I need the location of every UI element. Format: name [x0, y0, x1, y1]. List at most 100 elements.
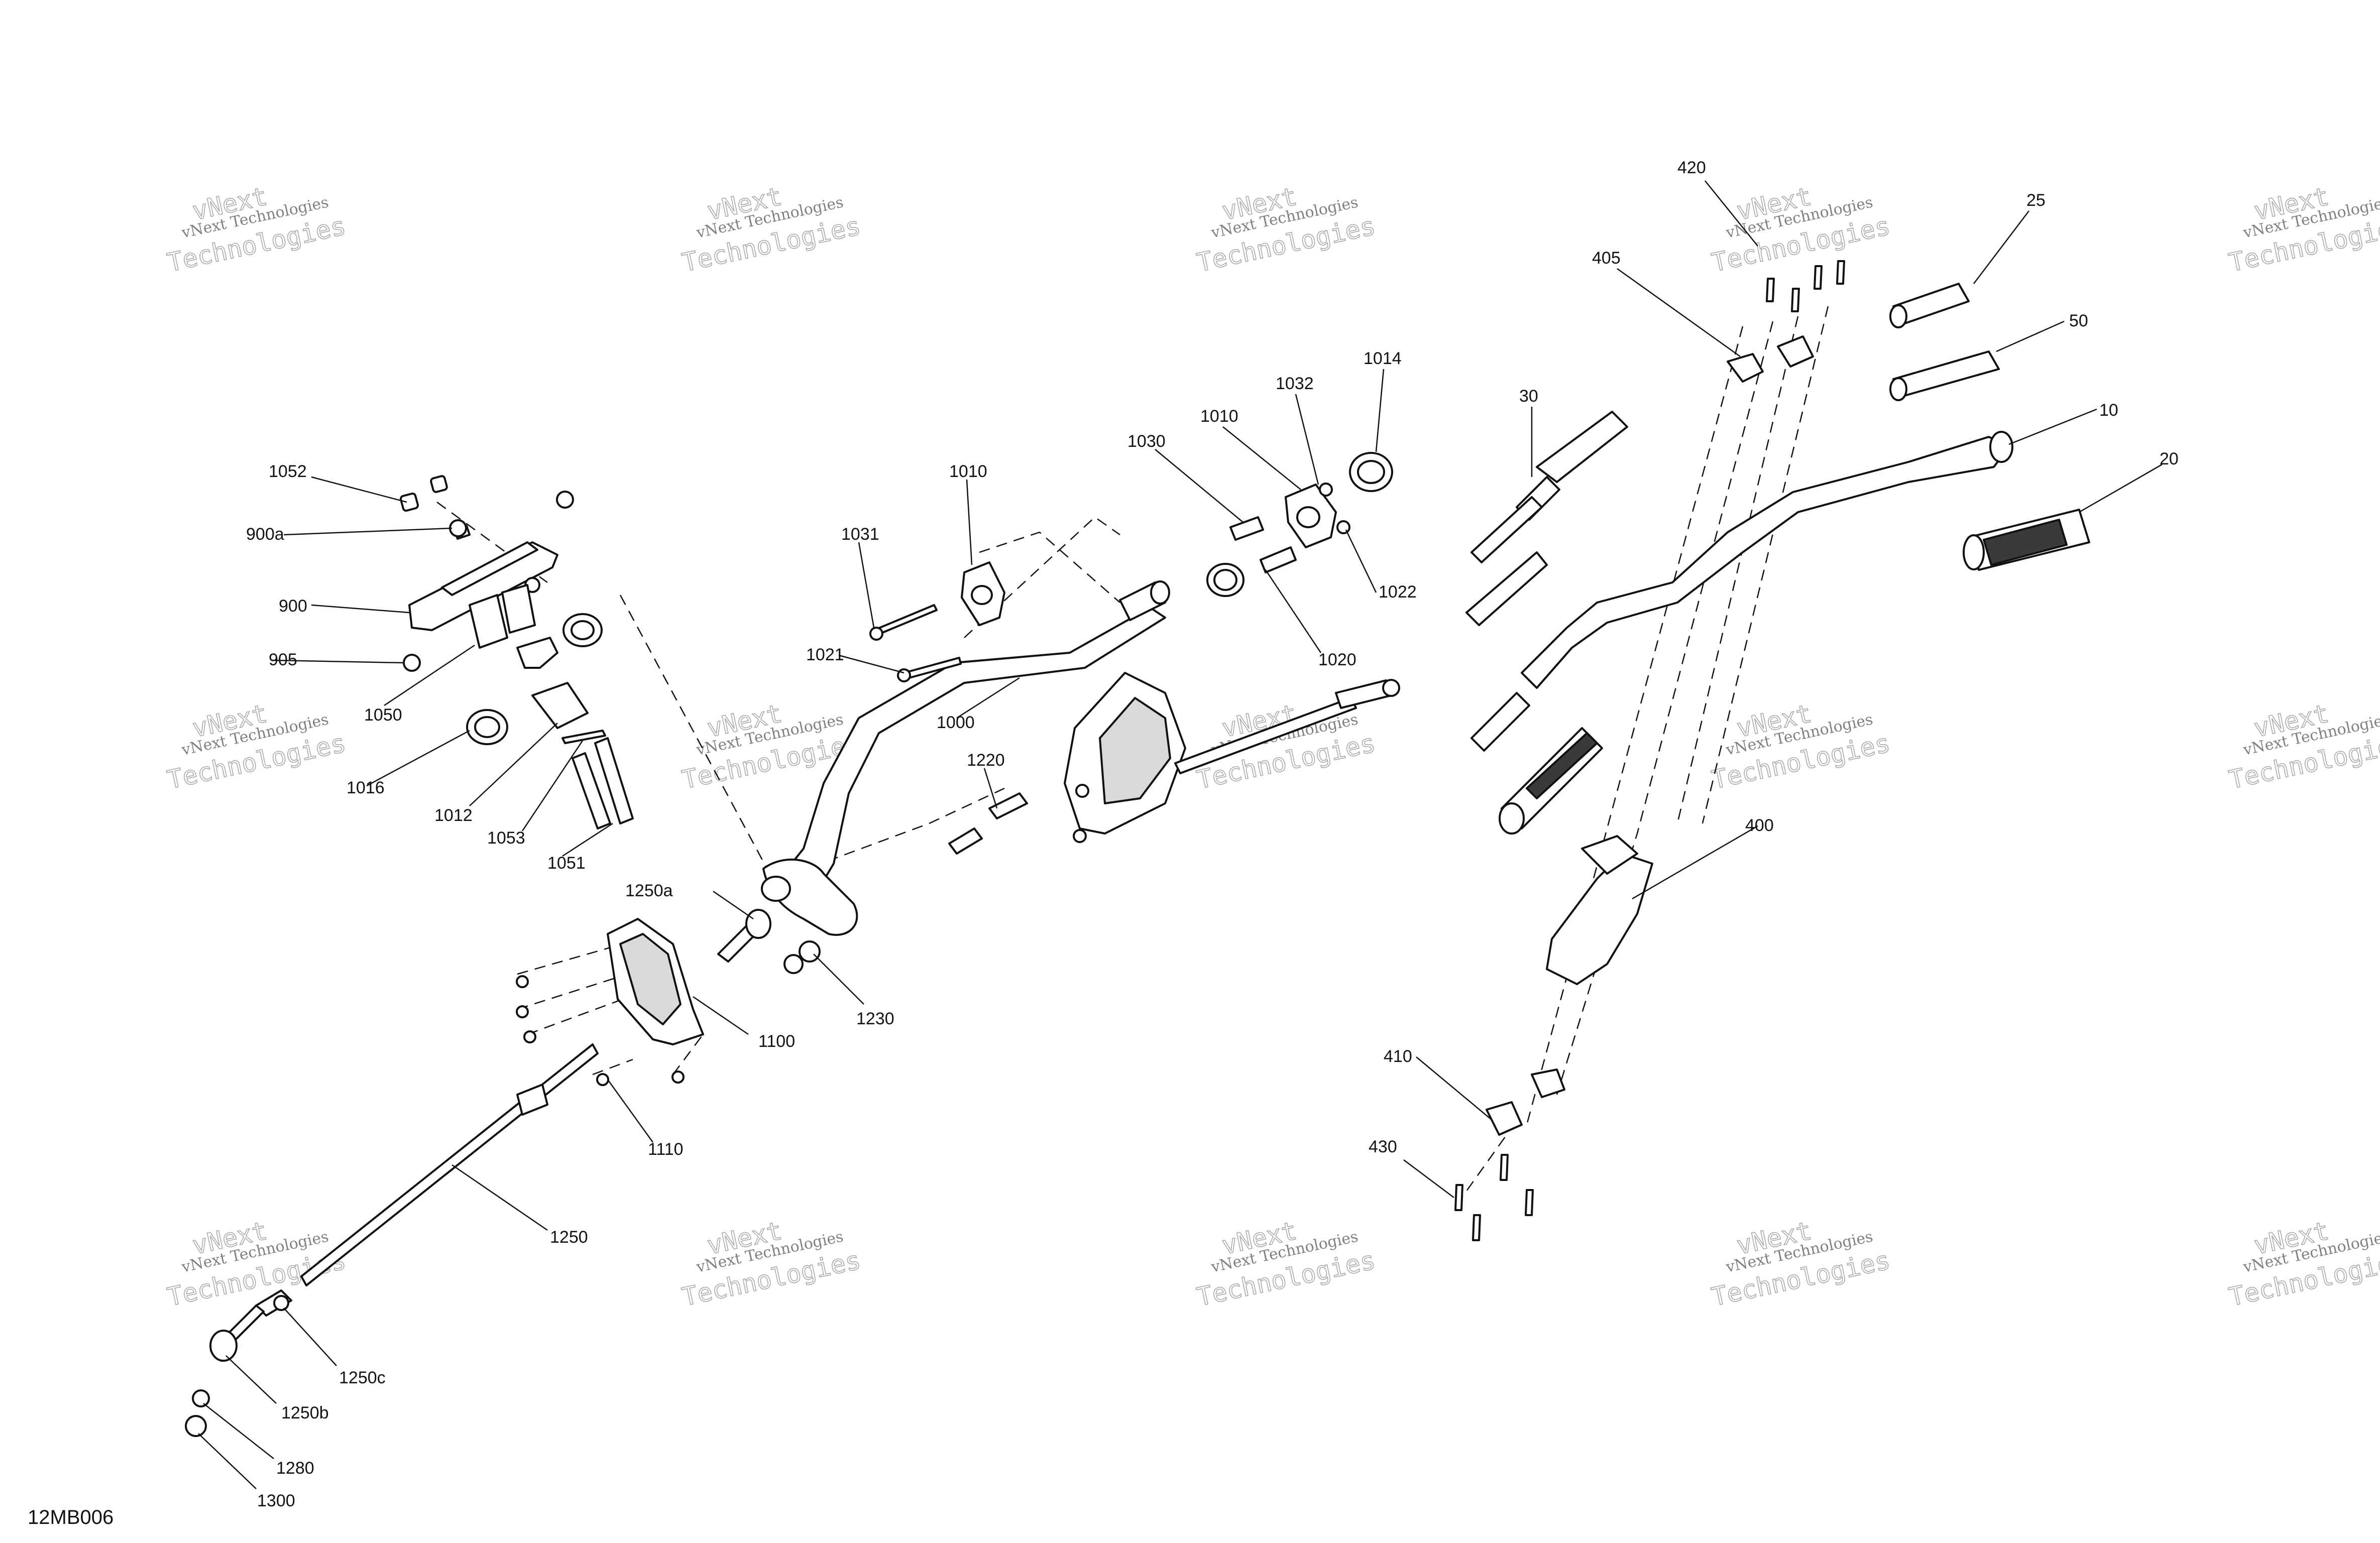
lower-column-group [185, 909, 771, 1437]
watermark: vNext Technologies vNext Technologies [164, 1216, 349, 1312]
callout-1000: 1000 [937, 713, 975, 732]
grip-left-dark [1526, 732, 1598, 799]
bushing-1020-inner [1213, 569, 1237, 591]
bracket-900 [408, 541, 558, 631]
bushing-1014-inner [1357, 460, 1385, 484]
jam-nut-1250c-ring [273, 1295, 289, 1311]
bolt-430b [1472, 1214, 1481, 1241]
washer-1230a [783, 954, 804, 974]
callout-410: 410 [1384, 1047, 1412, 1066]
watermark: vNext Technologies vNext Technologies [1709, 1216, 1893, 1312]
callout-10: 10 [2099, 401, 2118, 420]
sleeve-1030 [1229, 516, 1264, 541]
pin-1220 [948, 827, 983, 855]
upper-clamp-group [399, 475, 634, 829]
sleeve-30c [1470, 692, 1530, 752]
callout-1051: 1051 [547, 854, 586, 873]
callout-1250c: 1250c [339, 1368, 386, 1387]
grip-heater-25-end [1889, 304, 1907, 328]
bolt-420a [1766, 278, 1775, 302]
center-cover-group [1064, 672, 1400, 843]
bushing-1016-inner [474, 716, 500, 738]
rod-end-1250b [209, 1330, 238, 1362]
handlebar-tube-1000 [782, 607, 1166, 890]
watermark: vNext Technologies vNext Technologies [1194, 181, 1378, 278]
tie-rod-upper [1174, 697, 1357, 774]
sleeve-1020 [1260, 546, 1297, 573]
callout-1250b: 1250b [281, 1403, 329, 1422]
clamp-1010-bore [971, 585, 993, 605]
callout-1050: 1050 [364, 705, 402, 725]
callout-1052: 1052 [269, 462, 307, 481]
reference-code: 12MB006 [28, 1506, 114, 1528]
screw-1110b [516, 1005, 529, 1018]
bolt-1220 [988, 792, 1028, 819]
callout-20: 20 [2160, 449, 2179, 468]
bushing-1016a-inner [571, 620, 595, 640]
nut-905 [403, 654, 421, 672]
washer-1280 [192, 1389, 210, 1407]
bolt-420c [1814, 265, 1823, 290]
bolt-430c [1500, 1154, 1509, 1181]
bracket-900-rib [441, 541, 538, 596]
nut-1052 [399, 492, 419, 512]
callout-1032: 1032 [1276, 374, 1314, 393]
clamp-410a [1486, 1101, 1523, 1136]
grip-30-sleeve [1470, 496, 1543, 563]
cover-bolt-b [1073, 829, 1087, 843]
clamp-410b [1531, 1069, 1565, 1098]
cover-1100-face [619, 933, 682, 1025]
grip-left-end [1499, 802, 1525, 835]
callout-1016: 1016 [347, 778, 385, 797]
clamp-block-1050 [469, 594, 508, 649]
callout-400: 400 [1745, 816, 1774, 835]
watermark: vNext Technologies vNext Technologies [2226, 698, 2380, 795]
grip-20-pattern [1983, 519, 2068, 566]
callout-1280: 1280 [276, 1459, 314, 1478]
bolt-1051a [572, 752, 611, 829]
watermark: vNext Technologies vNext Technologies [679, 1216, 863, 1312]
watermark: vNext Technologies vNext Technologies [1194, 1216, 1378, 1312]
callout-1022: 1022 [1379, 582, 1417, 602]
riser-400 [1546, 853, 1653, 985]
callout-900: 900 [279, 597, 307, 616]
callout-1300: 1300 [257, 1491, 295, 1510]
clamp-block-1050c [516, 637, 558, 669]
center-handlebar-group [761, 452, 1393, 974]
bolt-top-right [556, 491, 574, 509]
tube-sleeve-end [1150, 580, 1170, 605]
callout-1053: 1053 [487, 828, 525, 848]
assembly-lines [436, 306, 1829, 1206]
watermark: vNext Technologies vNext Technologies [164, 698, 349, 795]
clamp-405a [1727, 353, 1764, 383]
screw-1110a [516, 975, 529, 988]
callout-1100: 1100 [758, 1032, 795, 1051]
callouts: 420 25 405 50 30 10 1014 1032 20 1010 10… [246, 158, 2179, 1510]
callout-1110: 1110 [648, 1140, 684, 1159]
handlebar-base-bore [761, 876, 791, 902]
bolt-1051b [594, 737, 634, 824]
nut-1022 [1336, 520, 1350, 534]
callout-30: 30 [1519, 387, 1538, 406]
bolt-430a [1454, 1184, 1463, 1211]
clamp-1010-right-bore [1296, 506, 1320, 528]
callout-905: 905 [269, 650, 297, 669]
callout-1250: 1250 [550, 1228, 588, 1247]
grip-20-end [1963, 534, 1985, 570]
grip-heater-50-end [1889, 377, 1907, 401]
tie-rod-1250-collar [516, 1084, 548, 1116]
handlebar-10-end [1989, 431, 2013, 463]
callout-50: 50 [2069, 311, 2088, 330]
rod-end-1250a [745, 909, 771, 939]
callout-420: 420 [1677, 158, 1706, 177]
sleeve-30b [1465, 551, 1548, 626]
bolt-430d [1525, 1189, 1534, 1216]
watermark: vNext Technologies vNext Technologies [679, 181, 863, 278]
bolt-900a-head [449, 519, 467, 537]
watermark: vNext Technologies vNext Technologies [164, 181, 349, 278]
bolt-1031 [873, 604, 938, 636]
callout-1021: 1021 [806, 645, 844, 664]
cover-bolt-a [1075, 784, 1089, 798]
tie-rod-upper-joint [1382, 679, 1400, 697]
callout-1010: 1010 [949, 462, 987, 481]
